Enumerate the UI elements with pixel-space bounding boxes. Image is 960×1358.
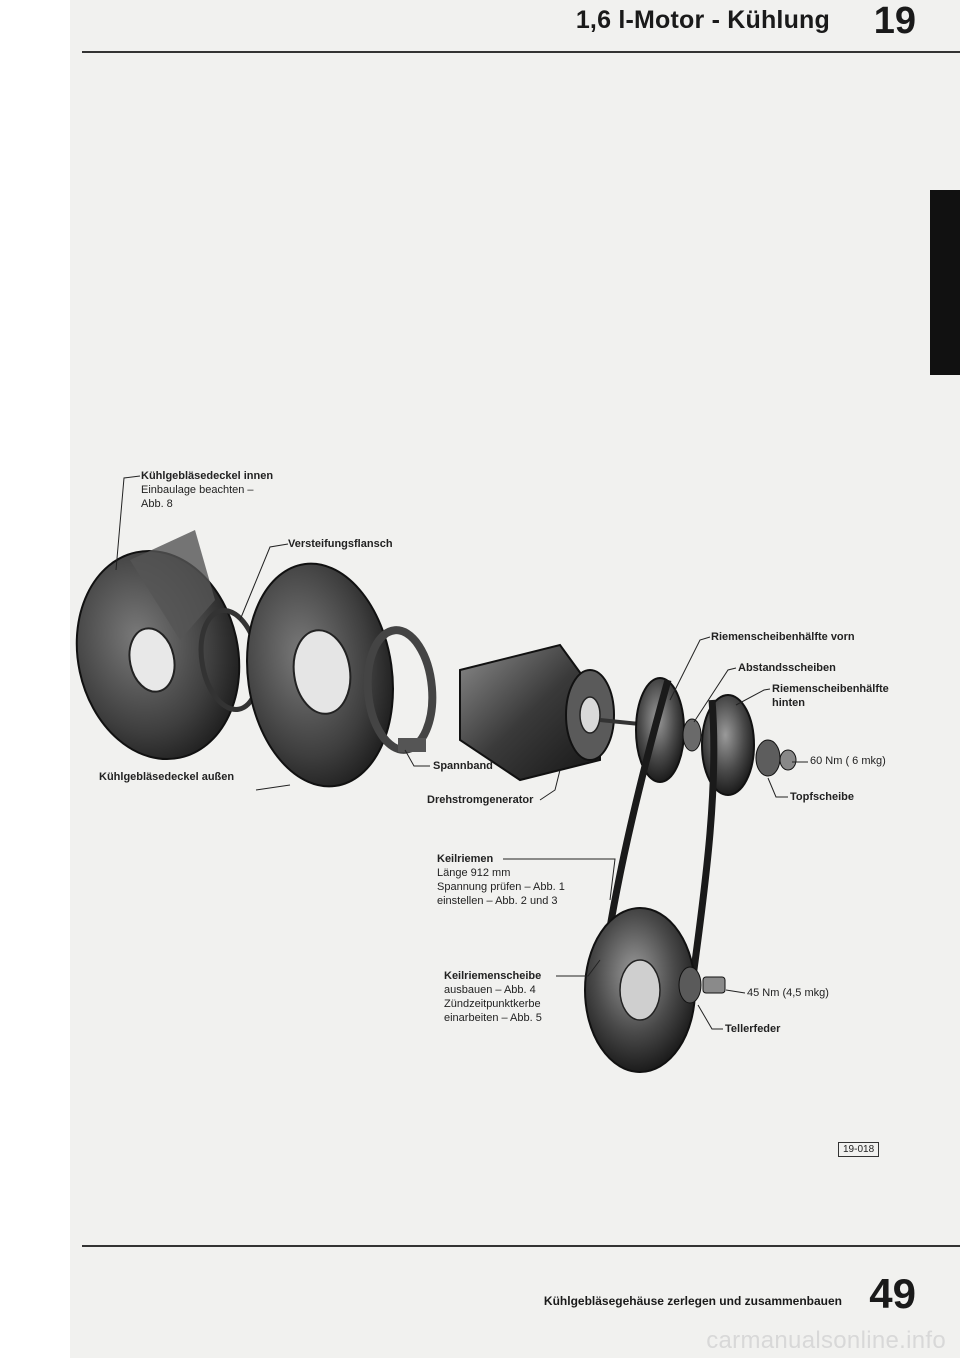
label-crank-pulley-line3: einarbeiten – Abb. 5 bbox=[444, 1012, 542, 1024]
clamp-strap bbox=[363, 626, 437, 754]
leader-lines bbox=[115, 475, 808, 1030]
section-thumb-tab bbox=[930, 190, 960, 375]
footer-rule bbox=[82, 1245, 960, 1247]
header-rule bbox=[82, 51, 960, 53]
label-cover-inner-note2: Abb. 8 bbox=[141, 498, 173, 510]
label-spring-washer: Tellerfeder bbox=[725, 1023, 781, 1035]
label-belt-line2: Spannung prüfen – Abb. 1 bbox=[437, 881, 565, 893]
label-belt-title: Keilriemen bbox=[437, 853, 494, 865]
blower-cover-outer bbox=[246, 562, 394, 788]
label-pulley-rear-2: hinten bbox=[772, 697, 805, 709]
label-cover-inner-title: Kühlgebläsedeckel innen bbox=[141, 470, 274, 482]
label-pulley-rear-1: Riemenscheibenhälfte bbox=[772, 683, 889, 695]
label-pulley-front: Riemenscheibenhälfte vorn bbox=[711, 631, 855, 643]
label-cover-outer: Kühlgebläsedeckel außen bbox=[99, 771, 235, 783]
label-spacers: Abstandsscheiben bbox=[738, 662, 836, 674]
label-stiffening-flange: Versteifungsflansch bbox=[288, 538, 393, 550]
label-cup-washer: Topfscheibe bbox=[790, 791, 854, 803]
label-torque-upper: 60 Nm ( 6 mkg) bbox=[810, 755, 886, 767]
label-torque-lower: 45 Nm (4,5 mkg) bbox=[747, 987, 829, 999]
footer-caption: Kühlgebläsegehäuse zerlegen und zusammen… bbox=[543, 1294, 842, 1308]
label-belt-line3: einstellen – Abb. 2 und 3 bbox=[437, 895, 558, 907]
figure-reference: 19-018 bbox=[838, 1142, 880, 1157]
page-number: 49 bbox=[869, 1270, 916, 1317]
label-alternator: Drehstromgenerator bbox=[427, 794, 534, 806]
pulley-bolt bbox=[702, 976, 726, 994]
page-title: 1,6 l-Motor - Kühlung bbox=[575, 6, 830, 34]
label-crank-pulley-line2: Zündzeitpunktkerbe bbox=[444, 998, 541, 1010]
spring-washer bbox=[678, 966, 702, 1004]
crankshaft-pulley bbox=[584, 907, 696, 1073]
label-clamp-strap: Spannband bbox=[433, 760, 493, 772]
label-cover-inner-note1: Einbaulage beachten – bbox=[141, 484, 254, 496]
section-number: 19 bbox=[873, 0, 916, 42]
blower-cover-inner bbox=[75, 530, 241, 761]
alternator bbox=[459, 643, 651, 782]
label-crank-pulley-line1: ausbauen – Abb. 4 bbox=[444, 984, 536, 996]
spacer-washers bbox=[682, 718, 702, 752]
cup-washer bbox=[755, 739, 781, 777]
watermark: carmanualsonline.info bbox=[706, 1327, 946, 1354]
pulley-nut bbox=[779, 749, 797, 771]
label-belt-line1: Länge 912 mm bbox=[437, 867, 511, 879]
label-crank-pulley-title: Keilriemenscheibe bbox=[444, 970, 542, 982]
